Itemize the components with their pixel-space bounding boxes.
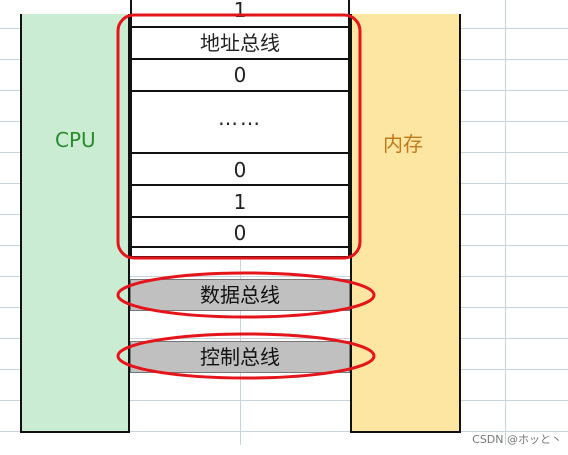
address-bus-cell: 0 — [130, 60, 350, 92]
address-bus-cell: 1 — [130, 0, 350, 28]
memory-label: 内存 — [383, 132, 423, 156]
address-bus-ellipsis-cell: …… — [130, 92, 350, 154]
grid-line — [505, 0, 506, 445]
address-bus-cell: 1 — [130, 186, 350, 218]
address-bus-cell: 0 — [130, 154, 350, 186]
watermark: CSDN @ホッと丶 — [472, 433, 562, 446]
data-bus-bar: 数据总线 — [130, 279, 350, 311]
cpu-block — [20, 14, 130, 433]
memory-block — [350, 14, 461, 433]
address-bus-cell — [130, 248, 350, 258]
address-bus-title-cell: 地址总线 — [130, 28, 350, 60]
grid-line — [0, 400, 568, 401]
address-bus-cell: 0 — [130, 218, 350, 248]
grid-line — [0, 431, 568, 432]
cpu-label: CPU — [55, 128, 96, 152]
control-bus-bar: 控制总线 — [130, 341, 350, 373]
